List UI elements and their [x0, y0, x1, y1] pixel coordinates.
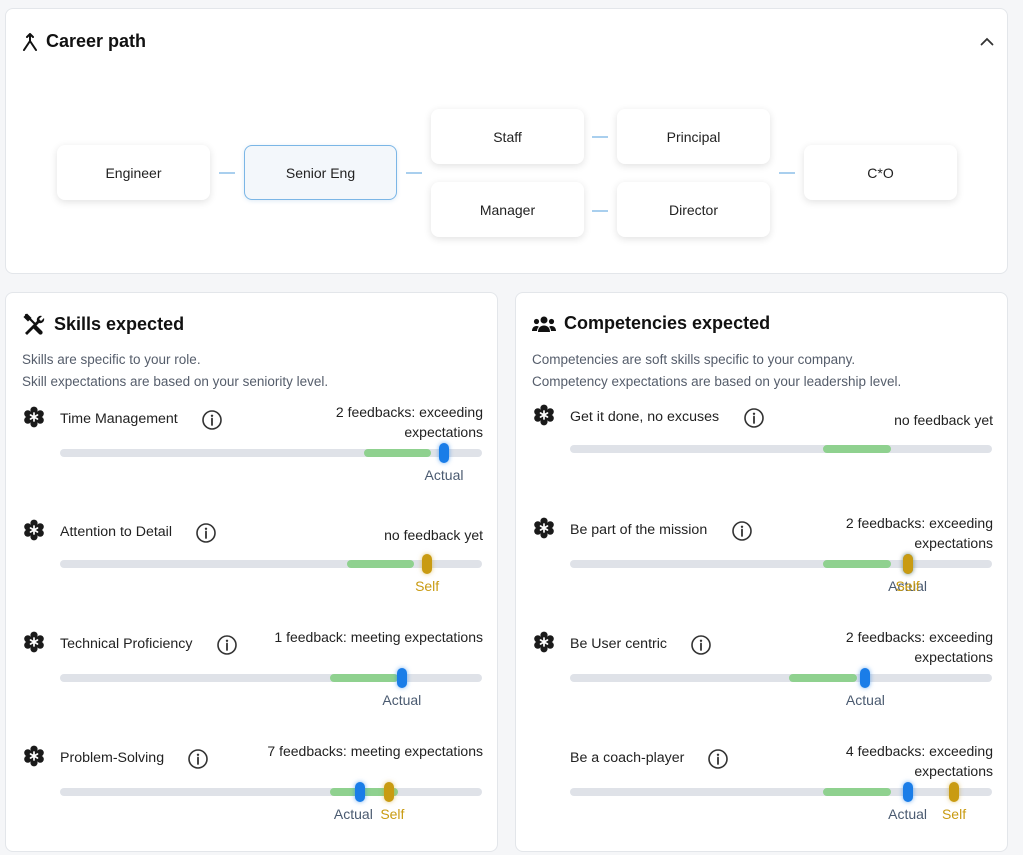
asterisk-badge-icon [24, 519, 44, 541]
actual-label: Actual [382, 692, 422, 708]
level-slider-track [570, 554, 992, 574]
actual-label: Actual [424, 467, 464, 483]
self-label: Self [415, 578, 440, 594]
item-name: Be part of the mission [570, 522, 708, 538]
career-connector [406, 172, 422, 174]
collapse-button[interactable] [977, 31, 997, 51]
item-name: Get it done, no excuses [570, 409, 720, 425]
career-node-manager[interactable]: Manager [431, 182, 584, 237]
skills-title: Skills expected [22, 313, 184, 335]
expected-range-band [789, 674, 857, 682]
users-icon [532, 316, 556, 332]
level-slider-track [60, 668, 482, 688]
expected-range-band [823, 445, 891, 453]
skill-row: Technical Proficiency 1 feedback: meeting… [6, 629, 499, 741]
info-icon[interactable] [743, 407, 765, 429]
skill-row: Time Management 2 feedbacks: exceeding ex… [6, 404, 499, 516]
expected-range-band [363, 449, 432, 457]
self-label: Self [941, 806, 967, 822]
career-node-cxo[interactable]: C*O [804, 145, 957, 200]
feedback-summary: 2 feedbacks: exceeding expectations [335, 404, 483, 440]
skills-description: Skills are specific to your role. Skill … [22, 352, 329, 389]
chevron-up-icon [980, 37, 994, 45]
competencies-description: Competencies are soft skills specific to… [532, 352, 902, 389]
level-slider-track [60, 554, 482, 574]
self-marker[interactable] [949, 782, 960, 802]
item-name: Problem-Solving [60, 750, 165, 766]
info-icon[interactable] [690, 634, 712, 656]
asterisk-badge-icon [24, 631, 44, 653]
asterisk-badge-icon [24, 406, 44, 428]
career-connector [592, 210, 608, 212]
actual-marker[interactable] [860, 668, 871, 688]
expected-range-band [823, 788, 891, 796]
career-path-title: Career path [22, 31, 146, 52]
career-node-senior-eng[interactable]: Senior Eng [244, 145, 397, 200]
competencies-card: Competencies expected Competencies are s… [515, 292, 1008, 852]
level-slider-track [60, 782, 482, 802]
expected-range-band [330, 674, 398, 682]
actual-marker[interactable] [439, 443, 450, 463]
actual-label: Actual [888, 578, 928, 594]
skill-row: Problem-Solving 7 feedbacks: meeting expe… [6, 743, 499, 855]
level-slider-track [570, 445, 992, 453]
feedback-summary: 4 feedbacks: exceeding expectations [845, 743, 993, 779]
level-slider-track [60, 443, 482, 463]
self-marker[interactable] [902, 554, 913, 574]
info-icon[interactable] [187, 748, 209, 770]
asterisk-badge-icon [534, 631, 554, 653]
actual-marker[interactable] [902, 782, 913, 802]
feedback-summary: no feedback yet [384, 527, 483, 543]
skills-card: Skills expected Skills are specific to y… [5, 292, 498, 852]
item-name: Technical Proficiency [60, 636, 193, 652]
competencies-title: Competencies expected [532, 313, 770, 334]
info-icon[interactable] [707, 748, 729, 770]
actual-label: Actual [333, 806, 373, 822]
info-icon[interactable] [216, 634, 238, 656]
feedback-summary: 2 feedbacks: exceeding expectations [845, 515, 993, 551]
career-connector [779, 172, 795, 174]
self-label: Self [380, 806, 405, 822]
asterisk-badge-icon [534, 517, 554, 539]
asterisk-badge-icon [534, 404, 554, 426]
level-slider-track [570, 782, 992, 802]
competency-row: Get it done, no excuses no feedback yet [516, 404, 1009, 514]
feedback-summary: 1 feedback: meeting expectations [274, 629, 483, 645]
expected-range-band [346, 560, 415, 568]
actual-marker[interactable] [396, 668, 407, 688]
actual-marker[interactable] [354, 782, 365, 802]
career-split-icon [23, 32, 37, 51]
career-node-engineer[interactable]: Engineer [57, 145, 210, 200]
career-node-principal[interactable]: Principal [617, 109, 770, 164]
info-icon[interactable] [201, 409, 223, 431]
item-name: Attention to Detail [60, 524, 172, 540]
item-name: Time Management [60, 411, 178, 427]
self-label: Self [895, 578, 920, 594]
self-marker[interactable] [422, 554, 433, 574]
career-node-director[interactable]: Director [617, 182, 770, 237]
competency-row: Be User centric 2 feedbacks: exceeding ex… [516, 629, 1009, 741]
tools-icon [23, 313, 45, 335]
info-icon[interactable] [195, 522, 217, 544]
actual-label: Actual [845, 692, 885, 708]
self-marker[interactable] [384, 782, 395, 802]
item-name: Be User centric [570, 636, 667, 652]
item-name: Be a coach-player [570, 750, 685, 766]
info-icon[interactable] [731, 520, 753, 542]
competency-row: Be part of the mission 2 feedbacks: excee… [516, 515, 1009, 627]
feedback-summary: 2 feedbacks: exceeding expectations [845, 629, 993, 665]
feedback-summary: no feedback yet [894, 412, 993, 428]
asterisk-badge-icon [24, 745, 44, 767]
career-path-card: Career path Engineer Senior Eng Staff Pr… [5, 8, 1008, 274]
level-slider-track [570, 668, 992, 688]
expected-range-band [823, 560, 891, 568]
feedback-summary: 7 feedbacks: meeting expectations [267, 743, 483, 759]
actual-label: Actual [888, 806, 928, 822]
competency-row: Be a coach-player 4 feedbacks: exceeding … [516, 743, 1009, 855]
career-node-staff[interactable]: Staff [431, 109, 584, 164]
career-connector [592, 136, 608, 138]
career-connector [219, 172, 235, 174]
